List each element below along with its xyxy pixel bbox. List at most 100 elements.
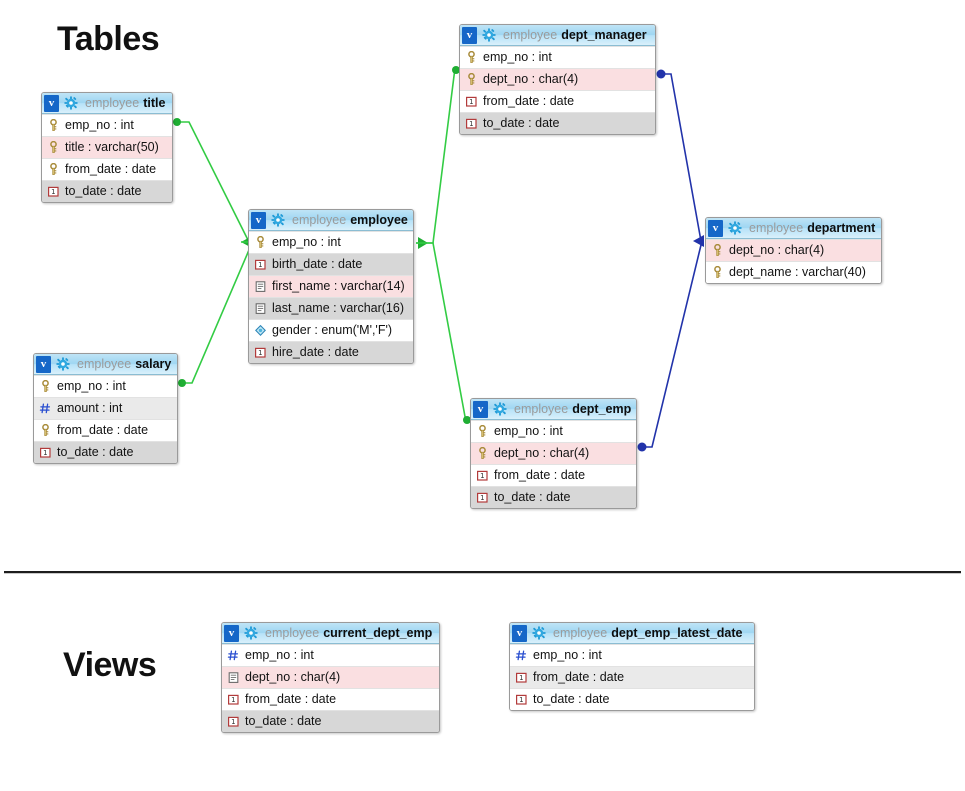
- date-icon: 1: [465, 95, 478, 108]
- entity-column-row[interactable]: dept_name : varchar(40): [706, 261, 881, 283]
- gear-icon: [56, 357, 70, 371]
- entity-column-row[interactable]: emp_no : int: [460, 46, 655, 68]
- entity-column-row[interactable]: emp_no : int: [249, 231, 413, 253]
- svg-text:1: 1: [519, 696, 523, 704]
- entity-column-row[interactable]: from_date : date: [34, 419, 177, 441]
- entity-schema-label: employee: [553, 626, 608, 640]
- view-badge-icon: v: [473, 400, 488, 418]
- svg-text:1: 1: [51, 188, 55, 196]
- entity-column-label: to_date : date: [494, 490, 571, 504]
- entity-column-row[interactable]: emp_no : int: [222, 644, 439, 666]
- entity-column-row[interactable]: 1 to_date : date: [471, 486, 636, 508]
- key-icon: [47, 119, 60, 132]
- relationship-employee-dept-emp: [416, 242, 471, 424]
- entity-column-row[interactable]: dept_no : char(4): [706, 239, 881, 261]
- entity-column-label: birth_date : date: [272, 257, 363, 271]
- relationship-salary-employee: [178, 249, 250, 387]
- entity-column-row[interactable]: first_name : varchar(14): [249, 275, 413, 297]
- date-icon: 1: [227, 715, 240, 728]
- date-icon: 1: [465, 117, 478, 130]
- date-icon: 1: [515, 671, 528, 684]
- key-icon: [465, 73, 478, 86]
- entity-column-label: emp_no : int: [65, 118, 134, 132]
- entity-column-label: last_name : varchar(16): [272, 301, 405, 315]
- entity-column-label: hire_date : date: [272, 345, 359, 359]
- svg-text:1: 1: [480, 472, 484, 480]
- entity-schema-label: employee: [265, 626, 320, 640]
- entity-column-row[interactable]: title : varchar(50): [42, 136, 172, 158]
- entity-name-label: current_dept_emp: [323, 626, 433, 640]
- gear-icon: [64, 96, 78, 110]
- entity-column-row[interactable]: 1 from_date : date: [460, 90, 655, 112]
- view-badge-icon: v: [44, 94, 59, 112]
- entity-column-row[interactable]: dept_no : char(4): [460, 68, 655, 90]
- entity-column-label: from_date : date: [245, 692, 337, 706]
- svg-text:1: 1: [231, 696, 235, 704]
- svg-text:1: 1: [519, 674, 523, 682]
- svg-text:1: 1: [480, 494, 484, 502]
- entity-column-row[interactable]: emp_no : int: [510, 644, 754, 666]
- view-badge-icon: v: [36, 355, 51, 373]
- entity-name-label: employee: [350, 213, 408, 227]
- tables-section-title: Tables: [57, 20, 160, 58]
- entity-column-row[interactable]: amount : int: [34, 397, 177, 419]
- entity-column-label: first_name : varchar(14): [272, 279, 405, 293]
- key-icon: [39, 424, 52, 437]
- entity-column-label: from_date : date: [483, 94, 575, 108]
- entity-name-label: title: [143, 96, 166, 110]
- date-icon: 1: [476, 491, 489, 504]
- entity-column-label: emp_no : int: [245, 648, 314, 662]
- date-icon: 1: [47, 185, 60, 198]
- gear-icon: [493, 402, 507, 416]
- entity-column-row[interactable]: emp_no : int: [471, 420, 636, 442]
- entity-column-row[interactable]: emp_no : int: [42, 114, 172, 136]
- view-badge-icon: v: [512, 624, 527, 642]
- key-icon: [711, 266, 724, 279]
- entity-column-row[interactable]: last_name : varchar(16): [249, 297, 413, 319]
- gear-icon: [482, 28, 496, 42]
- entity-name-label: dept_emp: [572, 402, 632, 416]
- svg-text:1: 1: [469, 98, 473, 106]
- views-section-title: Views: [63, 646, 157, 684]
- entity-column-row[interactable]: 1 from_date : date: [222, 688, 439, 710]
- key-icon: [711, 244, 724, 257]
- entity-column-row[interactable]: from_date : date: [42, 158, 172, 180]
- string-icon: [227, 671, 240, 684]
- section-divider: [4, 571, 961, 574]
- entity-column-label: dept_no : char(4): [483, 72, 579, 86]
- entity-column-row[interactable]: emp_no : int: [34, 375, 177, 397]
- entity-column-label: emp_no : int: [272, 235, 341, 249]
- entity-column-row[interactable]: dept_no : char(4): [471, 442, 636, 464]
- entity-column-label: from_date : date: [57, 423, 149, 437]
- entity-column-row[interactable]: gender : enum('M','F'): [249, 319, 413, 341]
- entity-column-label: from_date : date: [65, 162, 157, 176]
- entity-column-row[interactable]: dept_no : char(4): [222, 666, 439, 688]
- entity-column-label: to_date : date: [57, 445, 134, 459]
- number-icon: [39, 402, 52, 415]
